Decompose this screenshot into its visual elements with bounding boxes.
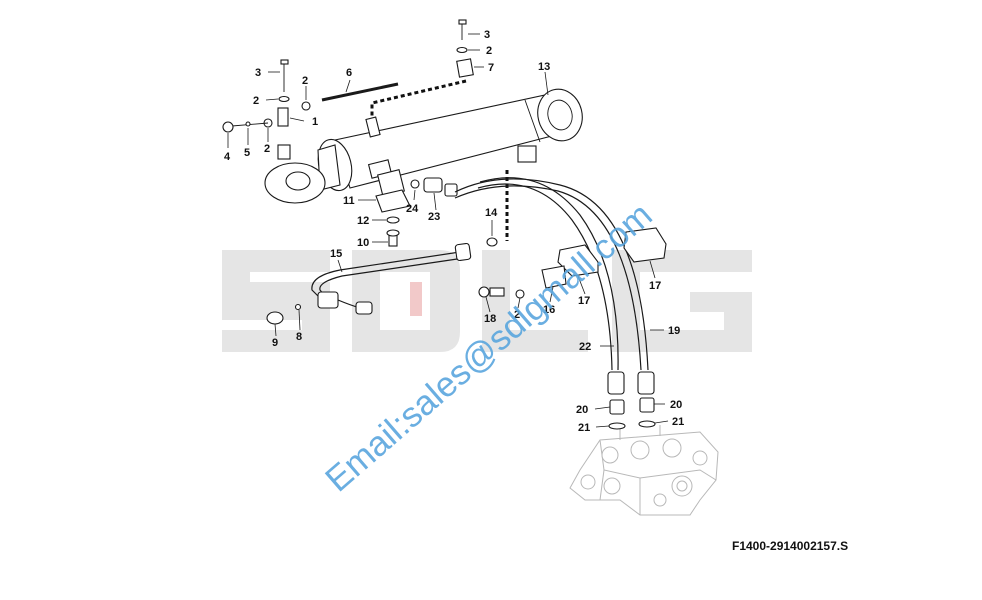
callout-20: 20 bbox=[576, 404, 588, 416]
hydraulic-pipe bbox=[266, 242, 472, 325]
callout-14: 14 bbox=[485, 207, 498, 219]
callout-8: 8 bbox=[296, 331, 302, 343]
callout-11: 11 bbox=[343, 195, 355, 207]
callout-17: 17 bbox=[578, 295, 590, 307]
callout-3: 3 bbox=[255, 67, 261, 79]
callout-2: 2 bbox=[264, 143, 270, 155]
callout-3: 3 bbox=[484, 29, 490, 41]
callout-5: 5 bbox=[244, 147, 250, 159]
callout-20: 20 bbox=[670, 399, 682, 411]
callout-18: 18 bbox=[484, 313, 496, 325]
leader-lines bbox=[227, 33, 669, 428]
callout-24: 24 bbox=[406, 203, 419, 215]
callout-17: 17 bbox=[649, 280, 661, 292]
hydraulic-hoses bbox=[454, 177, 656, 430]
callout-13: 13 bbox=[538, 61, 550, 73]
callout-6: 6 bbox=[346, 67, 352, 79]
hydraulic-cylinder bbox=[264, 88, 583, 204]
callout-10: 10 bbox=[357, 237, 369, 249]
callout-19: 19 bbox=[668, 325, 680, 337]
callout-21: 21 bbox=[578, 422, 590, 434]
callout-2: 2 bbox=[514, 309, 520, 321]
callout-15: 15 bbox=[330, 248, 342, 260]
callout-7: 7 bbox=[488, 62, 494, 74]
callout-4: 4 bbox=[224, 151, 231, 163]
callout-16: 16 bbox=[543, 304, 555, 316]
callout-labels: 1 2 2 2 2 2 3 3 4 5 6 7 8 9 10 11 12 13 … bbox=[224, 29, 684, 434]
callout-1: 1 bbox=[312, 116, 318, 128]
callout-2: 2 bbox=[253, 95, 259, 107]
callout-2: 2 bbox=[486, 45, 492, 57]
hose-brackets bbox=[478, 227, 667, 299]
figure-code: F1400-2914002157.S bbox=[732, 539, 849, 553]
callout-2: 2 bbox=[302, 75, 308, 87]
callout-22: 22 bbox=[579, 341, 591, 353]
small-parts bbox=[222, 19, 498, 247]
rod-part bbox=[321, 82, 399, 102]
callout-12: 12 bbox=[357, 215, 369, 227]
control-valve-block bbox=[569, 425, 719, 516]
callout-9: 9 bbox=[272, 337, 278, 349]
callout-21: 21 bbox=[672, 416, 684, 428]
callout-23: 23 bbox=[428, 211, 440, 223]
